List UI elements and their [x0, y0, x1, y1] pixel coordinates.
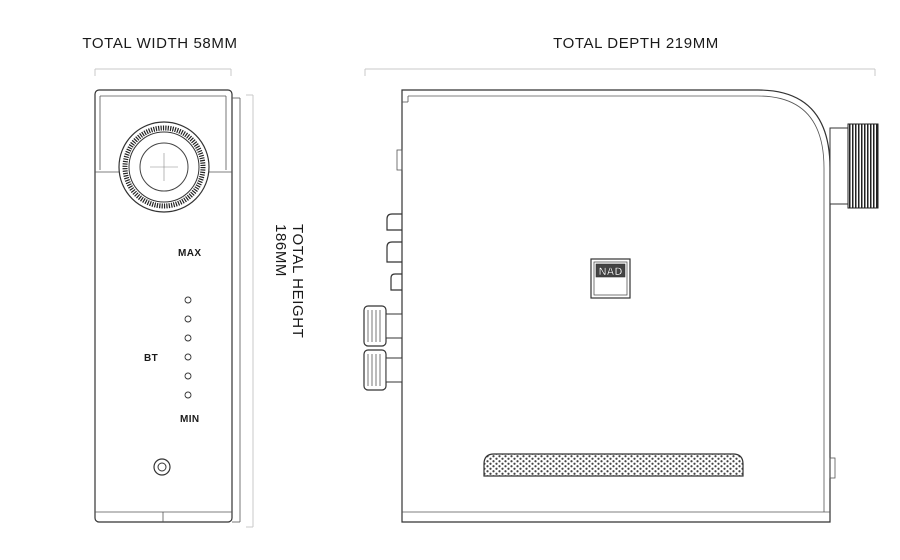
volume-led [184, 391, 192, 399]
volume-led-indicators [184, 296, 192, 399]
rear-connector-top [386, 213, 402, 231]
total-height-label-line1: TOTAL HEIGHT [289, 224, 306, 338]
max-label: MAX [178, 248, 201, 259]
volume-knob [118, 121, 210, 213]
volume-led [184, 296, 192, 304]
vent-grille [483, 453, 744, 477]
side-volume-knob [829, 123, 879, 209]
rear-connector-mid [386, 241, 402, 263]
side-view: NAD [363, 89, 879, 523]
width-dimension-line [94, 68, 232, 76]
min-label: MIN [180, 414, 200, 425]
speaker-terminal-upper [363, 305, 403, 347]
nad-logo: NAD [590, 258, 631, 299]
total-height-label-line2: 186MM [272, 224, 289, 277]
volume-led [184, 353, 192, 361]
front-view: MAX BT MIN [94, 89, 241, 523]
bt-label: BT [144, 353, 158, 364]
front-body-outline [94, 89, 233, 523]
total-depth-label: TOTAL DEPTH 219MM [553, 35, 719, 52]
volume-led [184, 315, 192, 323]
nad-logo-text: NAD [599, 266, 623, 278]
total-width-label: TOTAL WIDTH 58MM [82, 35, 237, 52]
total-height-label: TOTAL HEIGHT 186MM [272, 224, 306, 338]
volume-led [184, 372, 192, 380]
speaker-terminal-lower [363, 349, 403, 391]
headphone-jack-icon [153, 458, 171, 476]
height-dimension-line [246, 94, 254, 528]
rear-connector-low [390, 273, 402, 291]
volume-led [184, 334, 192, 342]
depth-dimension-line [364, 68, 876, 76]
